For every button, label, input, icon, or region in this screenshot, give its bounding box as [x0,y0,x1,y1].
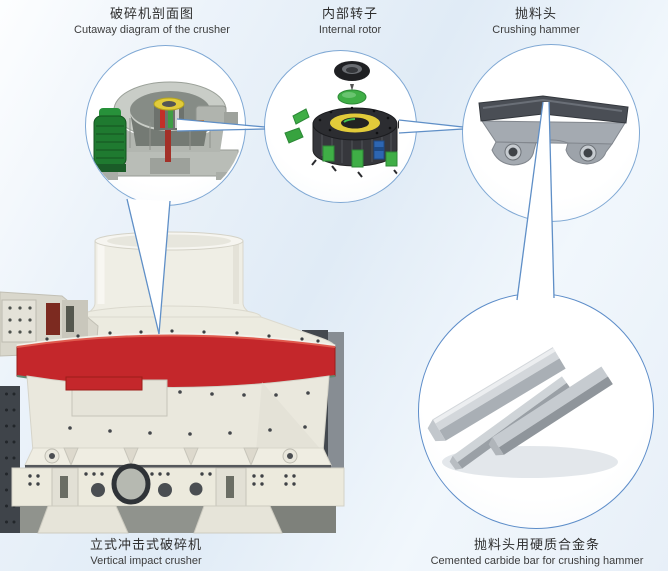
bolt-dots [307,338,322,454]
vertical-impact-crusher-photo [0,231,345,534]
feed-hopper [75,231,263,329]
callout-label-rotor: 内部转子 Internal rotor [319,6,381,37]
inspection-door [71,379,168,417]
caption-machine: 立式冲击式破碎机 Vertical impact crusher [90,537,202,568]
machine-caption-zh: 立式冲击式破碎机 [89,537,203,552]
bolt-dots [5,392,16,524]
hammer-circle [462,44,640,222]
callout-label-cutaway: 破碎机剖面图 Cutaway diagram of the crusher [74,6,230,37]
bars-caption-en: Cemented carbide bar for crushing hammer [430,555,644,567]
machine-caption-en: Vertical impact crusher [90,555,202,567]
rotor-circle [264,50,417,203]
base-frame [11,463,345,507]
red-band [16,329,336,389]
hammer-title-en: Crushing hammer [492,24,580,36]
cutaway-title-zh: 破碎机剖面图 [109,6,195,21]
caption-carbide-bars: 抛料头用硬质合金条 Cemented carbide bar for crush… [431,537,644,568]
right-steel-column [302,330,344,473]
bolt-dots [8,306,32,334]
support-flange [24,447,332,469]
base-bolt-dots [28,472,296,486]
carbide-bar-circle [418,293,654,529]
hammer-title-zh: 抛料头 [514,6,558,21]
rotor-title-zh: 内部转子 [321,6,378,21]
rim-bolt-dots [45,329,320,343]
machine-legs [20,505,336,534]
machine-shoulder [16,316,336,348]
shaft-opening [111,463,151,505]
connector-machine-to-cutaway [126,198,171,335]
drum-bolt-dots [68,390,310,436]
red-door-panel [65,376,143,391]
main-drum [26,375,330,453]
feed-chute [0,291,99,357]
cutaway-title-en: Cutaway diagram of the crusher [74,24,230,36]
maroon-cylinder [46,303,60,335]
cutaway-circle [85,45,246,206]
callout-label-hammer: 抛料头 Crushing hammer [492,6,579,37]
left-steel-column [0,386,20,533]
bars-caption-zh: 抛料头用硬质合金条 [473,537,601,552]
rotor-title-en: Internal rotor [318,24,382,36]
